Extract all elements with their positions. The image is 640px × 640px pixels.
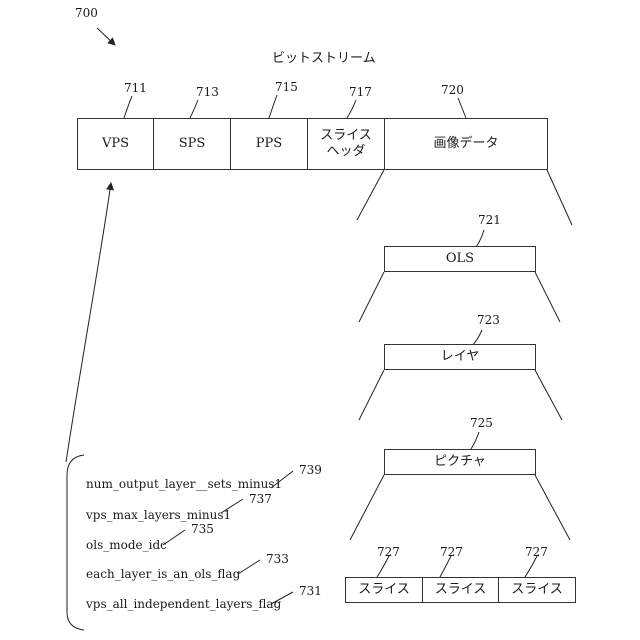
ref-711: 711 [124, 81, 147, 95]
ref-713: 713 [196, 85, 219, 99]
expand-line-right-2 [535, 272, 560, 322]
slice-label-3: スライス [511, 582, 563, 598]
leader-721 [476, 230, 484, 247]
leader-733 [238, 560, 260, 574]
leader-725 [471, 432, 479, 449]
syntax-brace [67, 455, 84, 630]
ref-727-c: 727 [525, 545, 548, 559]
ref-717: 717 [349, 85, 372, 99]
leader-727-b [440, 556, 451, 577]
ref-735: 735 [191, 522, 214, 536]
expand-line-right-3 [535, 370, 562, 420]
sps-box: SPS [153, 118, 231, 170]
syntax-ols-mode-idc: ols_mode_idc [86, 538, 167, 552]
leader-711 [124, 96, 132, 118]
image-data-box: 画像データ [384, 118, 548, 170]
slice-header-label-line2: ヘッダ [320, 144, 372, 160]
figure-pointer-arrow [97, 28, 115, 45]
leader-727-c [525, 556, 537, 577]
ref-720: 720 [441, 83, 464, 97]
picture-label: ピクチャ [434, 454, 486, 470]
leader-715 [269, 95, 277, 118]
ols-label: OLS [446, 251, 474, 267]
slice-label-1: スライス [358, 582, 410, 598]
expand-line-left-3 [359, 370, 384, 420]
syntax-num-output-layer-sets: num_output_layer__sets_minus1 [86, 477, 282, 491]
ref-721: 721 [478, 213, 501, 227]
expand-line-left-4 [350, 475, 384, 540]
pps-label: PPS [256, 136, 282, 152]
slice-header-label-line1: スライス [320, 128, 372, 144]
expand-line-left-2 [359, 272, 384, 322]
slice-header-box: スライス ヘッダ [307, 118, 385, 170]
picture-box: ピクチャ [384, 449, 536, 475]
sps-label: SPS [179, 136, 206, 152]
ols-box: OLS [384, 246, 536, 272]
expand-line-left-1 [357, 170, 384, 220]
ref-727-b: 727 [440, 545, 463, 559]
leader-723 [473, 330, 482, 345]
ref-733: 733 [266, 552, 289, 566]
slice-box-3: スライス [498, 577, 576, 603]
pps-box: PPS [230, 118, 308, 170]
syntax-vps-max-layers: vps_max_layers_minus1 [86, 508, 231, 522]
diagram-title: ビットストリーム [272, 47, 376, 66]
ref-739: 739 [299, 463, 322, 477]
syntax-each-layer-is-an-ols-flag: each_layer_is_an_ols_flag [86, 567, 240, 581]
ref-727-a: 727 [377, 545, 400, 559]
vps-label: VPS [102, 136, 129, 152]
slice-label-2: スライス [435, 582, 487, 598]
leader-717 [347, 100, 356, 118]
leader-720 [458, 98, 466, 118]
vps-pointer-arrow [66, 183, 111, 462]
ref-723: 723 [477, 313, 500, 327]
ref-715: 715 [275, 80, 298, 94]
layer-box: レイヤ [384, 344, 536, 370]
leader-713 [190, 100, 198, 118]
expand-line-right-4 [535, 475, 570, 540]
expand-line-right-1 [547, 170, 572, 225]
figure-ref: 700 [75, 6, 98, 20]
ref-731: 731 [299, 584, 322, 598]
slice-box-2: スライス [422, 577, 499, 603]
vps-box: VPS [77, 118, 154, 170]
image-data-label: 画像データ [433, 136, 498, 152]
layer-label: レイヤ [441, 349, 480, 365]
ref-737: 737 [249, 492, 272, 506]
leader-727-a [377, 556, 389, 577]
ref-725: 725 [470, 416, 493, 430]
slice-box-1: スライス [345, 577, 423, 603]
syntax-vps-all-independent-layers-flag: vps_all_independent_layers_flag [86, 597, 281, 611]
